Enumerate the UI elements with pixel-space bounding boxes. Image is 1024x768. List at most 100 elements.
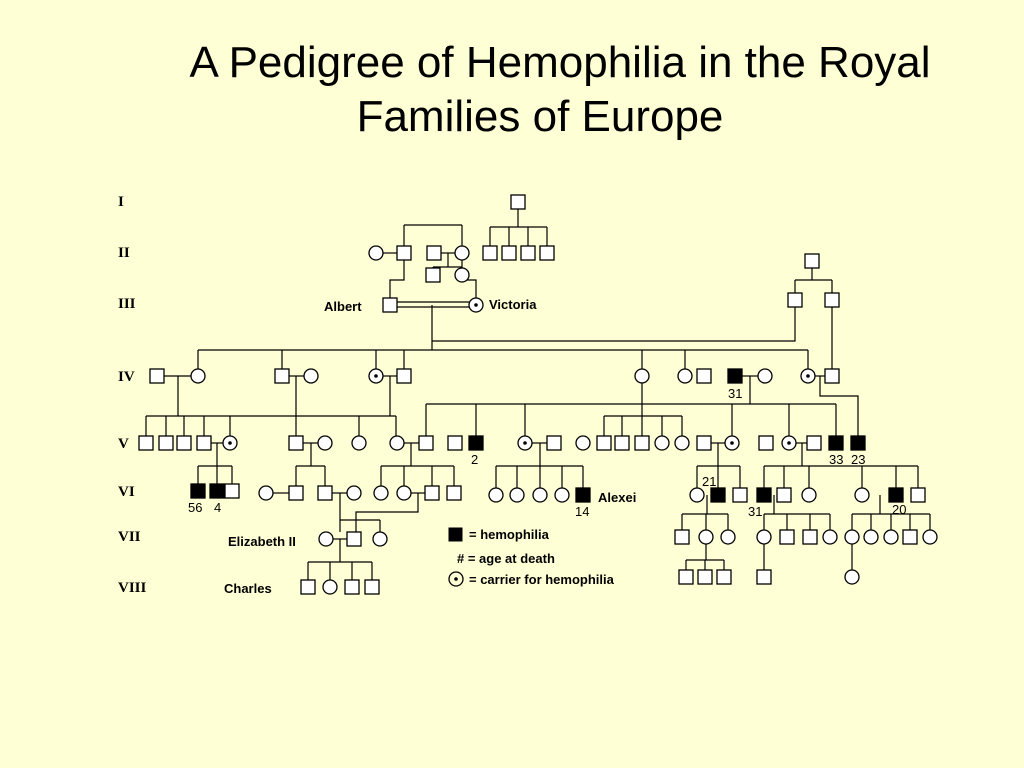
male-symbol <box>482 245 498 261</box>
male-symbol <box>149 368 165 384</box>
female-symbol <box>575 435 591 451</box>
male-symbol <box>346 531 362 547</box>
female-symbol <box>883 529 899 545</box>
female-symbol <box>190 368 206 384</box>
male-symbol <box>732 487 748 503</box>
male-symbol <box>697 569 713 585</box>
female-symbol <box>677 368 693 384</box>
age-label: 56 <box>188 500 202 515</box>
age-label: 31 <box>728 386 742 401</box>
male-symbol <box>696 368 712 384</box>
gen-label-6: VI <box>118 484 135 500</box>
legend: = hemophilia # = age at death = carrier … <box>448 527 615 587</box>
female-symbol <box>351 435 367 451</box>
male-symbol <box>158 435 174 451</box>
legend-hemophilia-symbol <box>448 527 463 542</box>
age-label: 33 <box>829 452 843 467</box>
legend-carrier-dot <box>454 577 458 581</box>
affected-male-symbol <box>850 435 866 451</box>
male-symbol <box>634 435 650 451</box>
gen-label-5: V <box>118 436 129 452</box>
male-symbol <box>674 529 690 545</box>
male-symbol <box>806 435 822 451</box>
female-symbol <box>346 485 362 501</box>
carrier-dot <box>374 374 378 378</box>
affected-male-symbol <box>756 487 772 503</box>
female-symbol <box>698 529 714 545</box>
female-symbol <box>854 487 870 503</box>
affected-male-symbol <box>468 435 484 451</box>
female-symbol <box>844 529 860 545</box>
male-symbol <box>510 194 526 210</box>
male-symbol <box>176 435 192 451</box>
female-symbol <box>389 435 405 451</box>
female-symbol <box>844 569 860 585</box>
age-label: 23 <box>851 452 865 467</box>
carrier-dot <box>474 303 478 307</box>
carrier-dot <box>730 441 734 445</box>
male-symbol <box>520 245 536 261</box>
legend-carrier-symbol <box>448 571 464 587</box>
male-symbol <box>824 368 840 384</box>
male-symbol <box>614 435 630 451</box>
male-symbol <box>596 435 612 451</box>
female-symbol <box>532 487 548 503</box>
female-symbol <box>322 579 338 595</box>
age-label: 20 <box>892 502 906 517</box>
female-symbol <box>801 487 817 503</box>
male-symbol <box>426 245 442 261</box>
female-symbol <box>372 531 388 547</box>
male-symbol <box>696 435 712 451</box>
female-symbol <box>396 485 412 501</box>
female-symbol <box>258 485 274 501</box>
male-symbol <box>802 529 818 545</box>
male-symbol <box>344 579 360 595</box>
affected-male-symbol <box>710 487 726 503</box>
female-symbol <box>822 529 838 545</box>
slide-title: A Pedigree of Hemophilia in the Royal Fa… <box>90 36 990 144</box>
female-symbol <box>674 435 690 451</box>
title-line-1: A Pedigree of Hemophilia in the Royal <box>189 38 931 87</box>
male-symbol <box>396 245 412 261</box>
male-symbol <box>824 292 840 308</box>
male-symbol <box>779 529 795 545</box>
gen-label-7: VII <box>118 529 141 545</box>
pedigree-line <box>355 493 419 520</box>
carrier-dot <box>523 441 527 445</box>
age-label: 31 <box>748 504 762 519</box>
male-symbol <box>364 579 380 595</box>
affected-male-symbol <box>190 483 206 499</box>
male-symbol <box>288 435 304 451</box>
affected-male-symbol <box>209 483 225 499</box>
male-symbol <box>288 485 304 501</box>
carrier-dot <box>806 374 810 378</box>
male-symbol <box>396 368 412 384</box>
male-symbol <box>418 435 434 451</box>
name-victoria: Victoria <box>489 297 537 312</box>
male-symbol <box>224 483 240 499</box>
legend-carrier-label: = carrier for hemophilia <box>469 572 615 587</box>
name-elizabeth: Elizabeth II <box>228 534 296 549</box>
male-symbol <box>539 245 555 261</box>
female-symbol <box>554 487 570 503</box>
pedigree-line <box>819 376 859 436</box>
male-symbol <box>382 297 398 313</box>
female-symbol <box>488 487 504 503</box>
male-symbol <box>424 485 440 501</box>
gen-label-1: I <box>118 194 124 210</box>
pedigree-lines <box>145 209 931 580</box>
name-alexei: Alexei <box>598 490 636 505</box>
title-line-2: Families of Europe <box>356 92 724 141</box>
male-symbol <box>902 529 918 545</box>
carrier-dot <box>228 441 232 445</box>
male-symbol <box>196 435 212 451</box>
age-label: 2 <box>471 452 478 467</box>
pedigree-line <box>389 260 405 298</box>
male-symbol <box>138 435 154 451</box>
female-symbol <box>922 529 938 545</box>
affected-male-symbol <box>888 487 904 503</box>
affected-male-symbol <box>727 368 743 384</box>
male-symbol <box>787 292 803 308</box>
name-charles: Charles <box>224 581 272 596</box>
